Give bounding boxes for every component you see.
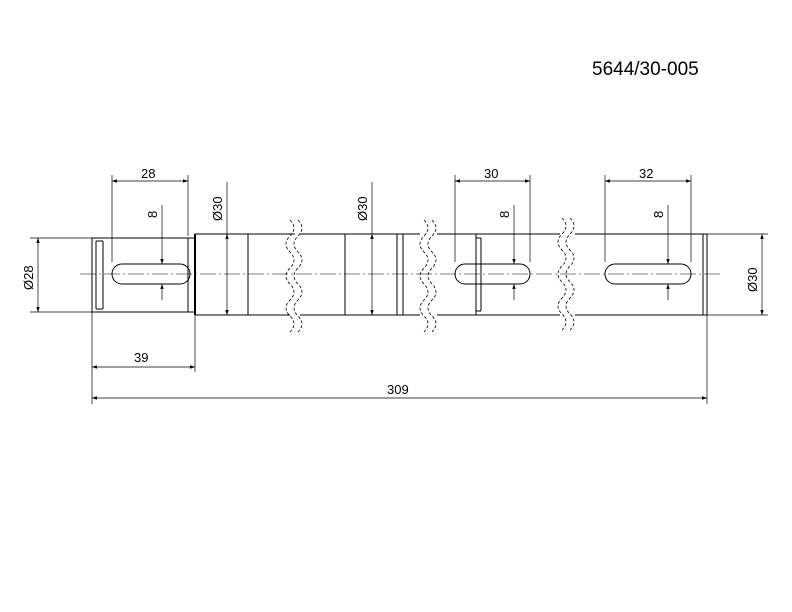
drawing-number: 5644/30-005: [592, 59, 699, 80]
keyway-3: [604, 263, 692, 285]
dim-key1-length: 28: [141, 166, 155, 181]
dim-key1-width: 8: [145, 211, 160, 218]
dim-key2-width: 8: [497, 211, 512, 218]
dim-mid-dia-1: Ø30: [210, 196, 225, 221]
dim-end-dia: Ø30: [745, 267, 760, 292]
dim-journal-dia: Ø28: [21, 265, 36, 290]
break-lines: [285, 217, 575, 333]
dim-key3-width: 8: [651, 211, 666, 218]
keyways: [111, 263, 692, 285]
dimensions: 28 8 Ø28 Ø30 Ø30 30 8 32: [21, 166, 768, 404]
keyway-2: [454, 263, 531, 285]
shaft-body: [91, 233, 708, 316]
dim-key2-length: 30: [484, 166, 498, 181]
dim-overall-length: 309: [387, 382, 409, 397]
dim-mid-dia-2: Ø30: [355, 196, 370, 221]
dim-key3-length: 32: [639, 166, 653, 181]
keyway-1: [111, 263, 191, 285]
dim-shoulder-length: 39: [134, 350, 148, 365]
